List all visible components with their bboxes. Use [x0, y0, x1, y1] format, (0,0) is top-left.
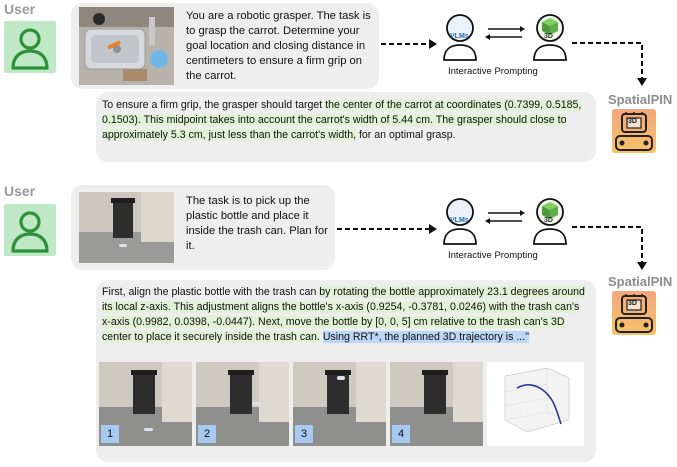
chip-label-2: 3D [628, 300, 637, 307]
frame-badge-2: 2 [198, 425, 216, 443]
frame-badge-4: 4 [392, 425, 410, 443]
interactive-prompting-label: Interactive Prompting [448, 66, 538, 77]
vlm-label: VLMs [450, 33, 469, 40]
user-label: User [4, 1, 36, 17]
frame-badge-3: 3 [295, 425, 313, 443]
threed-label-2: 3D [544, 217, 553, 224]
interactive-prompting-label-2: Interactive Prompting [448, 250, 538, 261]
spatialpin-label-2: SpatialPIN [608, 274, 673, 289]
trajectory-frame-3: 3 [293, 362, 386, 446]
response-text-2: First, align the plastic bottle with the… [102, 285, 588, 345]
trajectory-3d-plot [487, 362, 584, 446]
response-part-1: To ensure a firm grip, the grasper shoul… [102, 99, 326, 111]
interactive-prompting-diagram: VLMs 3D Interactive Prompting [440, 8, 570, 78]
spatialpin-chip: 3D [612, 109, 656, 153]
user-icon [11, 28, 49, 70]
prompt-text: You are a robotic grasper. The task is t… [186, 10, 371, 82]
vlm-label-2: VLMs [450, 217, 469, 224]
user-avatar-2 [4, 204, 56, 256]
chip-label: 3D [628, 118, 637, 125]
response2-trajectory-highlight: Using RRT*, the planned 3D trajectory is… [322, 331, 529, 343]
spatialpin-label: SpatialPIN [608, 92, 673, 107]
trash-can-image [79, 192, 174, 263]
interactive-prompting-diagram-2: VLMs 3D Interactive Prompting [440, 192, 570, 262]
arrow-to-prompting [381, 39, 437, 49]
trajectory-frame-4: 4 [390, 362, 483, 446]
trajectory-frame-2: 2 [196, 362, 289, 446]
user-avatar [4, 21, 56, 73]
arrow-to-spatialpin [572, 42, 647, 86]
robot-chip-icon [615, 112, 653, 151]
response-text: To ensure a firm grip, the grasper shoul… [102, 98, 588, 143]
response-part-3: for an optimal grasp. [356, 129, 456, 141]
user-icon [11, 211, 49, 253]
user-label-2: User [4, 183, 36, 199]
robot-chip-icon [615, 294, 653, 333]
arrow-to-spatialpin-2 [572, 226, 647, 270]
kitchen-sink-image [79, 7, 174, 85]
threed-label: 3D [544, 33, 553, 40]
frame-badge-1: 1 [101, 425, 119, 443]
prompt-text-2: The task is to pick up the plastic bottl… [186, 195, 328, 252]
response2-part-1: First, align the plastic bottle with the… [102, 286, 320, 298]
trajectory-frame-1: 1 [99, 362, 192, 446]
spatialpin-chip-2: 3D [612, 291, 656, 335]
arrow-to-prompting-2 [337, 224, 437, 234]
